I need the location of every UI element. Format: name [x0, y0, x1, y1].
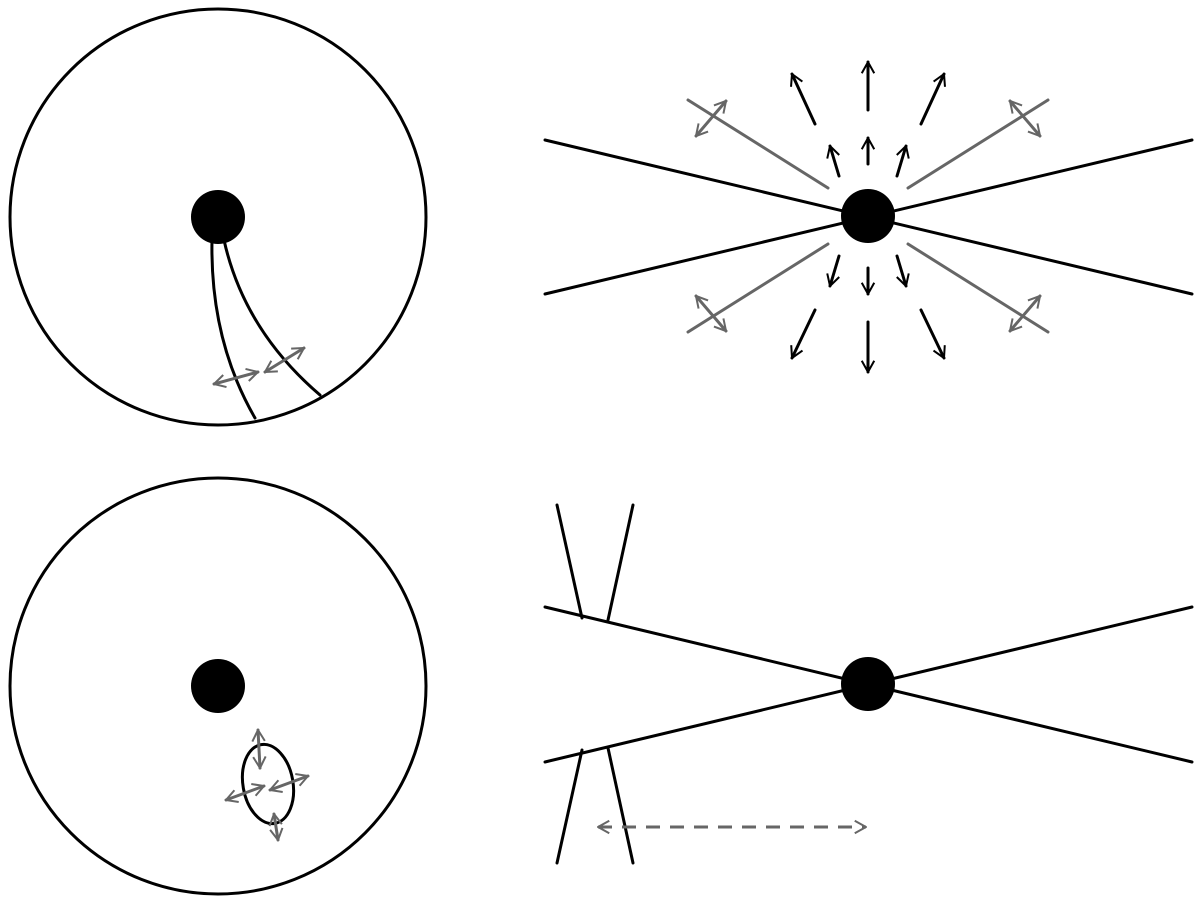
- stream-left: [210, 238, 257, 420]
- central-mass: [841, 189, 895, 243]
- slit-lower-left: [555, 748, 584, 865]
- arrow-up-outer-right: [919, 72, 946, 126]
- arrow-up-outer-left: [790, 72, 817, 126]
- double-arrow-1: [212, 367, 260, 389]
- slit-upper-right: [606, 503, 635, 622]
- arrow-down-outer-left: [790, 308, 817, 360]
- central-mass: [191, 190, 245, 244]
- central-mass: [191, 659, 245, 713]
- double-arrow-right: [268, 773, 310, 793]
- panel-bottom-right: [543, 503, 1194, 865]
- arrow-up-inner-left: [826, 144, 841, 178]
- arrow-down-outer-right: [919, 308, 946, 360]
- outer-circle: [8, 476, 428, 896]
- double-arrow-ll: [694, 294, 728, 333]
- gray-ray-lower-right: [906, 242, 1050, 334]
- double-arrow-bottom: [268, 812, 284, 842]
- gray-ray-upper-left: [686, 98, 830, 190]
- panel-bottom-left: [8, 476, 428, 896]
- double-arrow-top: [251, 728, 267, 770]
- double-arrow-lr: [1008, 294, 1042, 333]
- arrow-down-inner-right: [895, 254, 910, 288]
- double-arrow-2: [263, 346, 306, 374]
- arrow-down-inner-left: [826, 254, 841, 288]
- panel-top-left: [8, 7, 428, 427]
- double-arrow-ur: [1008, 99, 1042, 138]
- central-mass: [841, 657, 895, 711]
- gray-ray-lower-left: [686, 242, 830, 334]
- double-arrow-left: [224, 783, 266, 803]
- slit-lower-right: [606, 746, 635, 865]
- slit-upper-left: [555, 503, 584, 620]
- stream-right: [222, 238, 322, 397]
- panel-top-right: [543, 60, 1194, 374]
- outer-circle: [8, 7, 428, 427]
- double-arrow-ul: [694, 99, 728, 138]
- gray-ray-upper-right: [906, 98, 1050, 190]
- arrow-up-inner-right: [895, 144, 910, 178]
